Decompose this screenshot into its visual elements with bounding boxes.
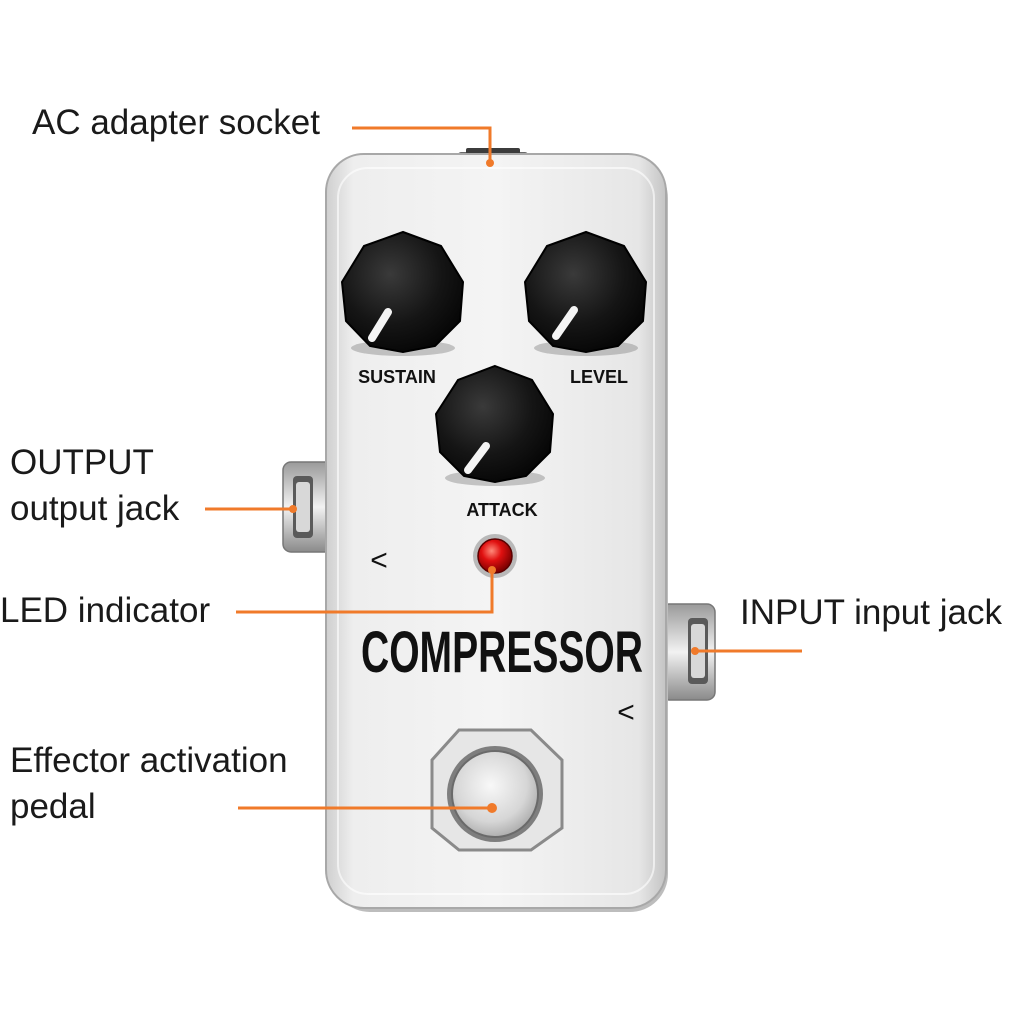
callout-led: LED indicator	[0, 591, 211, 630]
callout-dot-output	[289, 505, 297, 513]
callout-ac-adapter: AC adapter socket	[32, 103, 320, 142]
level-knob	[523, 230, 648, 356]
callout-pedal-line1: Effector activation	[10, 741, 288, 780]
callout-dot-led	[488, 566, 496, 574]
sustain-label: SUSTAIN	[358, 367, 436, 387]
level-label: LEVEL	[570, 367, 628, 387]
callout-dot-pedal	[487, 803, 497, 813]
callout-output-desc: output jack	[10, 489, 180, 528]
callout-dots	[289, 159, 699, 813]
output-arrow: <	[370, 544, 388, 577]
input-arrow: <	[617, 696, 635, 729]
brand-text: COMPRESSOR	[361, 620, 643, 685]
callout-lines	[205, 126, 802, 810]
callout-line-led	[236, 572, 494, 614]
callout-output-title: OUTPUT	[10, 443, 154, 482]
footswitch	[430, 728, 564, 852]
callout-pedal-line2: pedal	[10, 787, 96, 826]
led-indicator	[473, 534, 517, 578]
sustain-knob	[340, 230, 465, 356]
attack-knob	[434, 364, 555, 486]
callout-input: INPUT input jack	[740, 593, 1002, 632]
callout-dot-input	[691, 647, 699, 655]
callout-dot-ac-adapter	[486, 159, 494, 167]
attack-label: ATTACK	[466, 500, 537, 520]
callout-line-ac-adapter	[352, 126, 492, 162]
